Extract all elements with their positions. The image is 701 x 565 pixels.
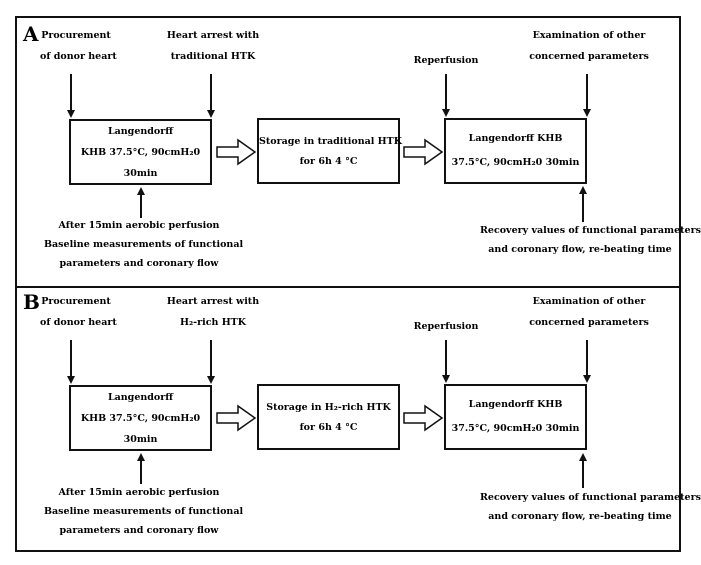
box-line: for 6h 4 °C — [299, 422, 358, 433]
recovery-note: Recovery values of functional parameters… — [480, 225, 701, 255]
langendorff-baseline-box: Langendorff KHB 37.5°C, 90cmH₂0 30min — [69, 119, 212, 185]
heart-arrest-label: Heart arrest with H₂-rich HTK — [166, 296, 260, 328]
box-line: Storage in traditional HTK — [259, 136, 402, 147]
langendorff-reperfusion-box: Langendorff KHB 37.5°C, 90cmH₂0 30min — [444, 118, 587, 184]
examination-label: Examination of other concerned parameter… — [529, 30, 649, 62]
box-line: KHB 37.5°C, 90cmH₂0 — [80, 147, 201, 158]
recovery-note: Recovery values of functional parameters… — [480, 492, 701, 522]
box-line: Langendorff KHB — [468, 133, 563, 144]
panel-letter: A — [23, 22, 39, 46]
procurement-label: Procurement of donor heart — [40, 296, 117, 328]
box-line: for 6h 4 °C — [299, 156, 358, 167]
examination-label: Examination of other concerned parameter… — [529, 296, 649, 328]
baseline-note: After 15min aerobic perfusion Baseline m… — [44, 487, 244, 536]
reperfusion-label: Reperfusion — [413, 321, 479, 332]
figure-frame — [15, 16, 681, 552]
flow-arrow-icon — [403, 404, 444, 432]
procurement-label: Procurement of donor heart — [40, 30, 117, 62]
heart-arrest-label: Heart arrest with traditional HTK — [166, 30, 260, 62]
storage-box: Storage in H₂-rich HTK for 6h 4 °C — [257, 384, 400, 450]
box-line: Storage in H₂-rich HTK — [266, 402, 391, 413]
baseline-note: After 15min aerobic perfusion Baseline m… — [44, 220, 244, 269]
panel-divider — [15, 286, 681, 288]
flow-arrow-icon — [403, 138, 444, 166]
box-line: KHB 37.5°C, 90cmH₂0 — [80, 413, 201, 424]
panel-letter: B — [23, 290, 40, 314]
box-line: 37.5°C, 90cmH₂0 30min — [451, 157, 580, 168]
flow-arrow-icon — [216, 138, 257, 166]
flow-arrow-icon — [216, 404, 257, 432]
langendorff-baseline-box: Langendorff KHB 37.5°C, 90cmH₂0 30min — [69, 385, 212, 451]
reperfusion-label: Reperfusion — [413, 55, 479, 66]
storage-box: Storage in traditional HTK for 6h 4 °C — [257, 118, 402, 184]
box-line: 37.5°C, 90cmH₂0 30min — [451, 423, 580, 434]
box-line: 30min — [123, 168, 158, 179]
langendorff-reperfusion-box: Langendorff KHB 37.5°C, 90cmH₂0 30min — [444, 384, 587, 450]
box-line: Langendorff — [107, 126, 174, 137]
box-line: Langendorff KHB — [468, 399, 563, 410]
box-line: 30min — [123, 434, 158, 445]
box-line: Langendorff — [107, 392, 174, 403]
